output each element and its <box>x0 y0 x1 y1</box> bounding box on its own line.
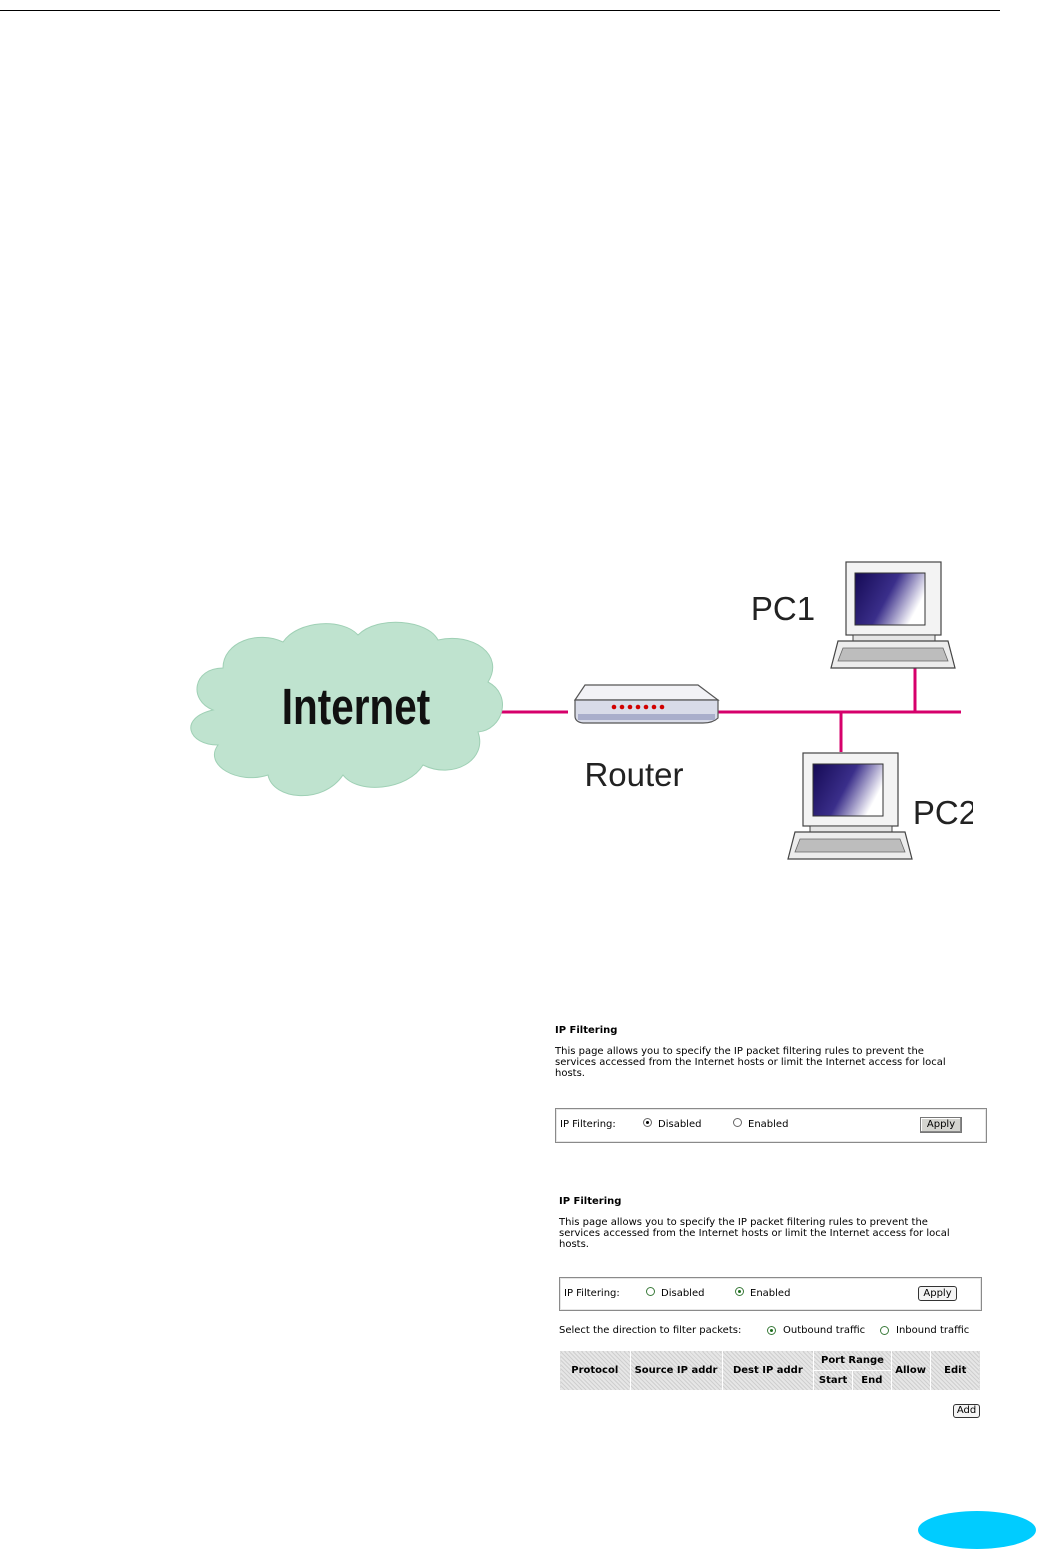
direction-label: Select the direction to filter packets: <box>559 1325 741 1336</box>
router-label: Router <box>584 756 683 793</box>
disabled-radio[interactable] <box>646 1287 655 1296</box>
source-ip-header: Source IP addr <box>630 1351 722 1391</box>
add-button[interactable]: Add <box>953 1404 980 1418</box>
ip-filtering-panel-enabled: IP Filtering This page allows you to spe… <box>559 1196 999 1250</box>
pc1-label: PC1 <box>751 590 815 627</box>
ip-filtering-box: IP Filtering: Disabled Enabled Apply <box>559 1277 982 1311</box>
pc2-label: PC2 <box>913 794 973 831</box>
panel-description: This page allows you to specify the IP p… <box>555 1046 950 1079</box>
ip-filtering-label: IP Filtering: <box>564 1288 620 1299</box>
enabled-radio[interactable] <box>735 1287 744 1296</box>
network-diagram: Internet Router <box>183 560 973 860</box>
outbound-radio-label: Outbound traffic <box>783 1325 865 1336</box>
ip-filtering-panel-disabled: IP Filtering This page allows you to spe… <box>555 1025 995 1079</box>
internet-label: Internet <box>282 679 430 735</box>
port-start-header: Start <box>814 1371 853 1391</box>
panel-description: This page allows you to specify the IP p… <box>559 1217 964 1250</box>
inbound-radio[interactable] <box>880 1326 889 1335</box>
enabled-radio-label: Enabled <box>748 1119 788 1130</box>
outbound-radio[interactable] <box>767 1326 776 1335</box>
allow-header: Allow <box>891 1351 930 1391</box>
pc1-computer-icon <box>831 562 955 668</box>
direction-row: Select the direction to filter packets: … <box>559 1325 999 1339</box>
protocol-header: Protocol <box>560 1351 631 1391</box>
disabled-radio-label: Disabled <box>661 1288 704 1299</box>
disabled-radio[interactable] <box>643 1118 652 1127</box>
page-number-badge <box>918 1511 1036 1549</box>
enabled-radio[interactable] <box>733 1118 742 1127</box>
port-range-header: Port Range <box>814 1351 891 1371</box>
filter-rules-table: Protocol Source IP addr Dest IP addr Por… <box>559 1350 981 1391</box>
inbound-radio-label: Inbound traffic <box>896 1325 969 1336</box>
header-rule <box>0 10 1000 11</box>
ip-filtering-label: IP Filtering: <box>560 1119 616 1130</box>
apply-button[interactable]: Apply <box>918 1286 957 1301</box>
disabled-radio-label: Disabled <box>658 1119 701 1130</box>
dest-ip-header: Dest IP addr <box>722 1351 814 1391</box>
panel-title: IP Filtering <box>559 1196 999 1207</box>
enabled-radio-label: Enabled <box>750 1288 790 1299</box>
router-icon <box>575 685 718 723</box>
port-end-header: End <box>853 1371 892 1391</box>
pc2-computer-icon <box>788 753 912 859</box>
apply-button[interactable]: Apply <box>920 1117 962 1133</box>
edit-header: Edit <box>930 1351 980 1391</box>
panel-title: IP Filtering <box>555 1025 995 1036</box>
ip-filtering-box: IP Filtering: Disabled Enabled Apply <box>555 1108 987 1143</box>
